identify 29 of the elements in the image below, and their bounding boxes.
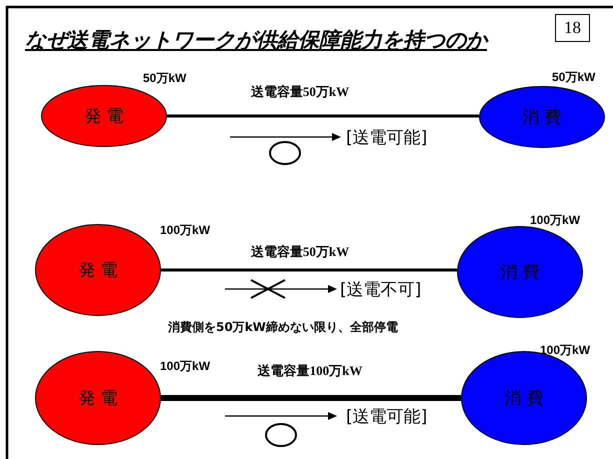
capacity-label: 50万kW — [552, 69, 596, 86]
node-label: 発 電 — [77, 260, 119, 282]
node-label: 発 電 — [77, 388, 119, 410]
node-label: 発 電 — [83, 106, 125, 128]
node-label: 消 費 — [521, 106, 563, 128]
edge-label: 送電容量50万kW — [250, 83, 350, 101]
ellipse-node — [41, 85, 167, 147]
ellipse-node — [479, 86, 605, 148]
ellipse-node — [35, 351, 161, 445]
transmission-line — [167, 114, 479, 118]
ellipse-node — [35, 224, 161, 316]
title: なぜ送電ネットワークが供給保障能力を持つのか — [25, 27, 487, 54]
status-label: [送電不可] — [340, 279, 422, 301]
capacity-label: 100万kW — [160, 358, 210, 375]
capacity-label: 100万kW — [540, 342, 590, 359]
capacity-label: 100万kW — [530, 212, 580, 229]
ellipse-node — [457, 226, 583, 318]
transmission-line — [161, 395, 461, 401]
status-label: [送電可能] — [346, 127, 428, 149]
note-text: 消費側を50万kW締めない限り、全部停電 — [168, 319, 398, 336]
page-number: 18 — [555, 14, 590, 42]
capacity-label: 100万kW — [160, 222, 210, 239]
status-label: [送電可能] — [346, 406, 428, 428]
capacity-label: 50万kW — [143, 70, 186, 87]
transmission-line — [161, 268, 457, 272]
edge-label: 送電容量50万kW — [250, 243, 350, 261]
node-label: 消 費 — [499, 262, 541, 284]
edge-label: 送電容量100万kW — [258, 362, 362, 380]
node-label: 消 費 — [503, 388, 545, 410]
